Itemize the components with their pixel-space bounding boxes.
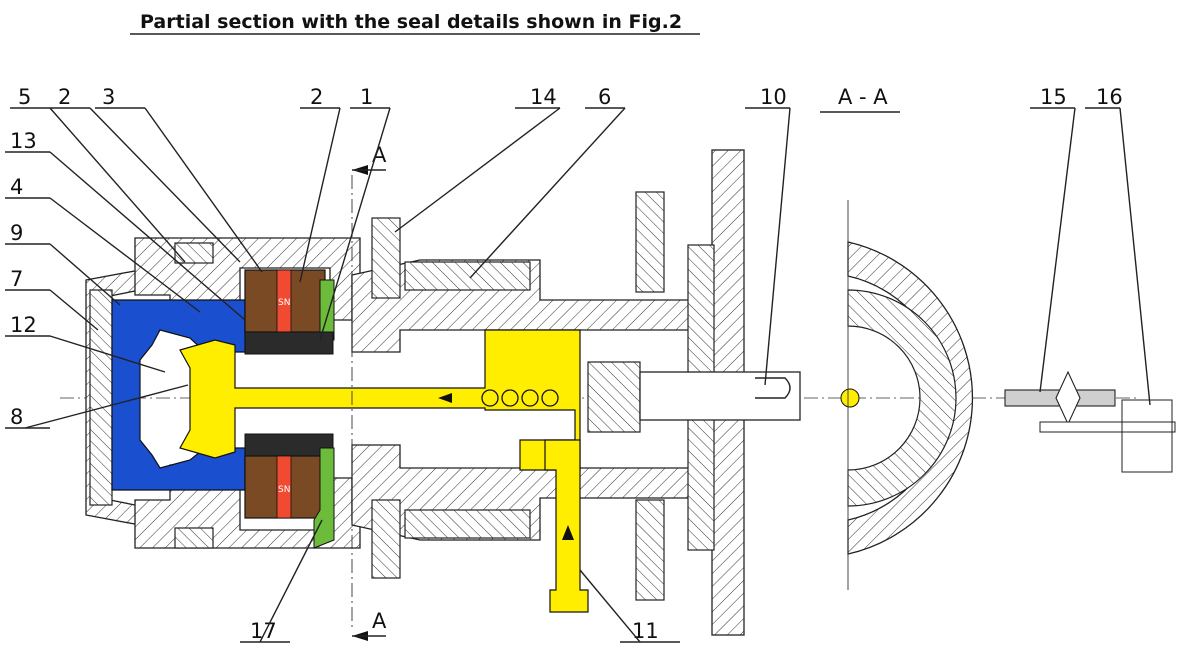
callout-label-5: 14 (530, 85, 557, 109)
section-view-label: A - A (838, 85, 888, 109)
section-marker-top: A (372, 143, 387, 167)
callout-leader-7 (764, 107, 791, 386)
callout-label-11: 4 (10, 175, 23, 199)
seal-green-bottom (313, 447, 335, 549)
housing-bolt-top (174, 242, 214, 264)
callout-label-9: 16 (1096, 85, 1123, 109)
callout-label-8: 15 (1040, 85, 1067, 109)
section-aa-ring (847, 289, 957, 507)
gear-housing-bottom (404, 509, 531, 539)
spring (481, 389, 559, 407)
figure-title: Partial section with the seal details sh… (140, 11, 682, 33)
callout-leader-5 (394, 107, 561, 233)
callout-label-14: 12 (10, 313, 37, 337)
seal-dark-top (244, 331, 334, 355)
seal-text-bottom: SN (278, 485, 290, 495)
callout-leader-11 (49, 197, 201, 313)
callout-leader-9 (1119, 107, 1151, 406)
callout-label-17: 11 (632, 619, 659, 643)
callout-group: 5 2 3 2 1 14 6 10 15 16 13 4 9 7 12 8 17 11 (5, 85, 1151, 643)
callout-leader-0 (49, 107, 186, 263)
callout-label-16: 17 (250, 619, 277, 643)
housing-bolt-bottom (174, 527, 214, 549)
callout-leader-6 (469, 107, 626, 279)
seal-red-bottom (276, 455, 292, 519)
callout-label-0: 5 (18, 85, 31, 109)
callout-label-4: 1 (360, 85, 373, 109)
callout-label-12: 9 (10, 221, 23, 245)
bolt-14-bottom (371, 499, 401, 579)
callout-label-2: 3 (102, 85, 115, 109)
callout-label-1: 2 (58, 85, 71, 109)
callout-leader-3 (299, 107, 341, 283)
base-plate-16 (1039, 421, 1176, 433)
callout-label-3: 2 (310, 85, 323, 109)
callout-label-7: 10 (760, 85, 787, 109)
shaft-keyway (755, 377, 791, 399)
bracket-16 (1121, 399, 1173, 473)
bolt-14-top (371, 217, 401, 299)
callout-leader-4 (319, 107, 391, 341)
output-shaft (639, 371, 801, 421)
bolt-right-top (635, 191, 665, 293)
gear-housing-top (404, 261, 531, 291)
section-marker-bottom: A (372, 609, 387, 633)
yellow-feed-tube (544, 439, 589, 613)
flow-arrow-up (562, 525, 574, 540)
callout-leader-15 (24, 384, 189, 429)
callout-leader-1 (89, 107, 241, 263)
section-aa-shaft-core (840, 388, 860, 408)
callout-label-6: 6 (598, 85, 611, 109)
callout-leader-17 (579, 569, 641, 643)
flow-arrow-left (438, 393, 452, 403)
callout-label-15: 8 (10, 405, 23, 429)
callout-label-10: 13 (10, 129, 37, 153)
bolt-right-bottom (635, 499, 665, 601)
seal-text-top: SN (278, 298, 290, 308)
callout-leader-10 (49, 151, 246, 321)
callout-leader-2 (144, 107, 263, 273)
coupling (587, 361, 641, 433)
callout-leader-13 (49, 289, 99, 331)
callout-leader-16 (259, 519, 323, 643)
callout-leader-12 (49, 243, 121, 306)
callout-label-13: 7 (10, 267, 23, 291)
callout-leader-8 (1039, 107, 1076, 393)
rod-15-cone (1055, 370, 1081, 426)
callout-leader-14 (49, 335, 166, 373)
end-cap-plate (89, 289, 113, 506)
